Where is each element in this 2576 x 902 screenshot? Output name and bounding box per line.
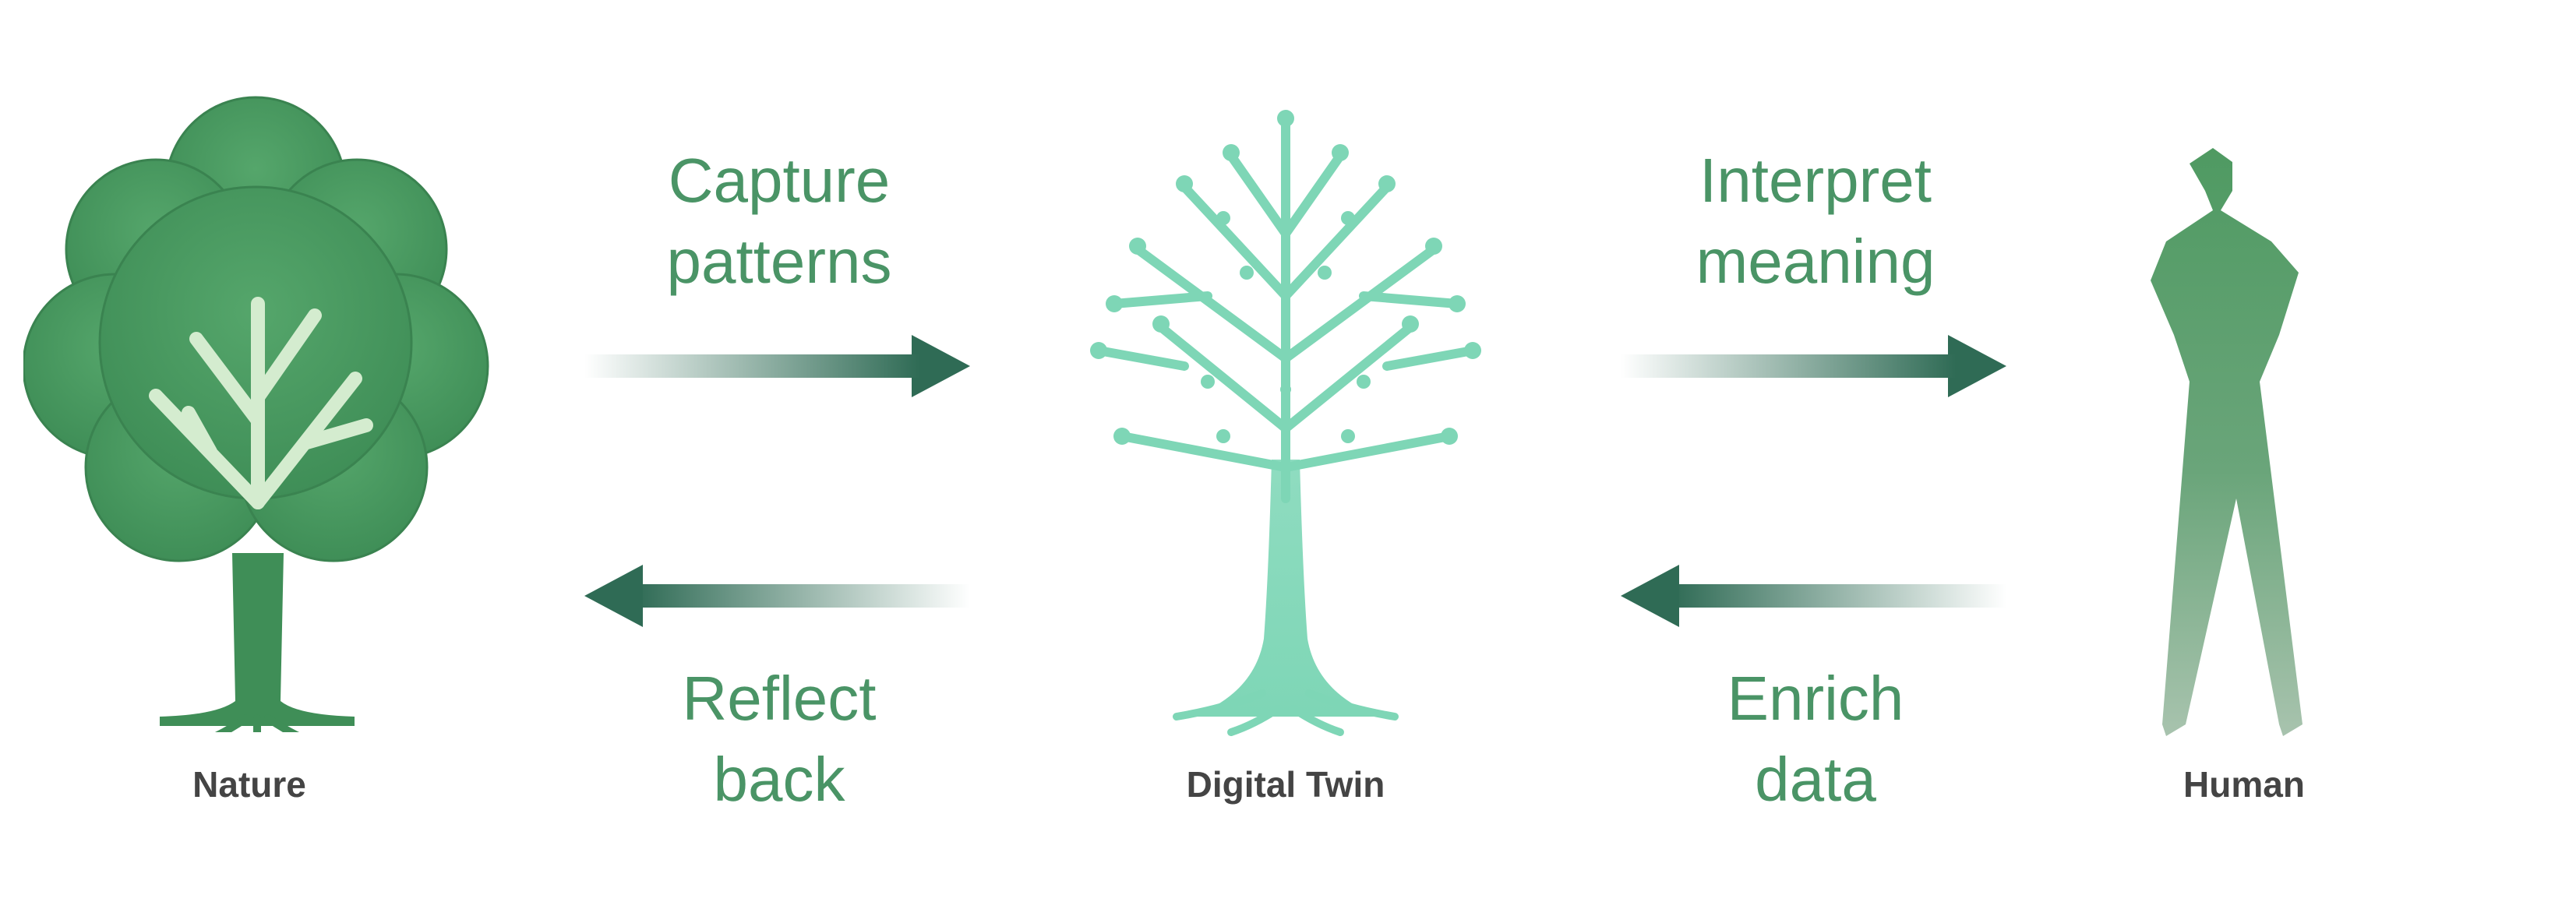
tree-icon <box>23 96 489 732</box>
edge-label-capture-line1: Capture <box>668 146 891 215</box>
edge-label-enrich-line2: data <box>1755 745 1876 814</box>
human-silhouette-icon <box>2151 148 2303 736</box>
edge-label-capture: Capture patterns <box>608 140 951 302</box>
edge-label-enrich: Enrich data <box>1636 658 1995 820</box>
node-label-nature: Nature <box>192 764 306 805</box>
digital-tree-icon <box>1090 110 1481 736</box>
arrow-left-enrich <box>1621 565 2006 627</box>
edge-label-capture-line2: patterns <box>666 227 892 296</box>
arrow-left-reflect <box>584 565 970 627</box>
node-label-human: Human <box>2183 764 2305 805</box>
edge-label-interpret: Interpret meaning <box>1636 140 1995 302</box>
edge-label-reflect-line1: Reflect <box>682 664 877 733</box>
arrow-right-interpret <box>1621 335 2006 397</box>
edge-label-reflect-line2: back <box>713 745 845 814</box>
edge-label-enrich-line1: Enrich <box>1727 664 1904 733</box>
edge-label-reflect: Reflect back <box>608 658 951 820</box>
node-label-digital-twin: Digital Twin <box>1186 764 1385 805</box>
edge-label-interpret-line2: meaning <box>1696 227 1936 296</box>
arrow-right-capture <box>584 335 970 397</box>
edge-label-interpret-line1: Interpret <box>1699 146 1932 215</box>
